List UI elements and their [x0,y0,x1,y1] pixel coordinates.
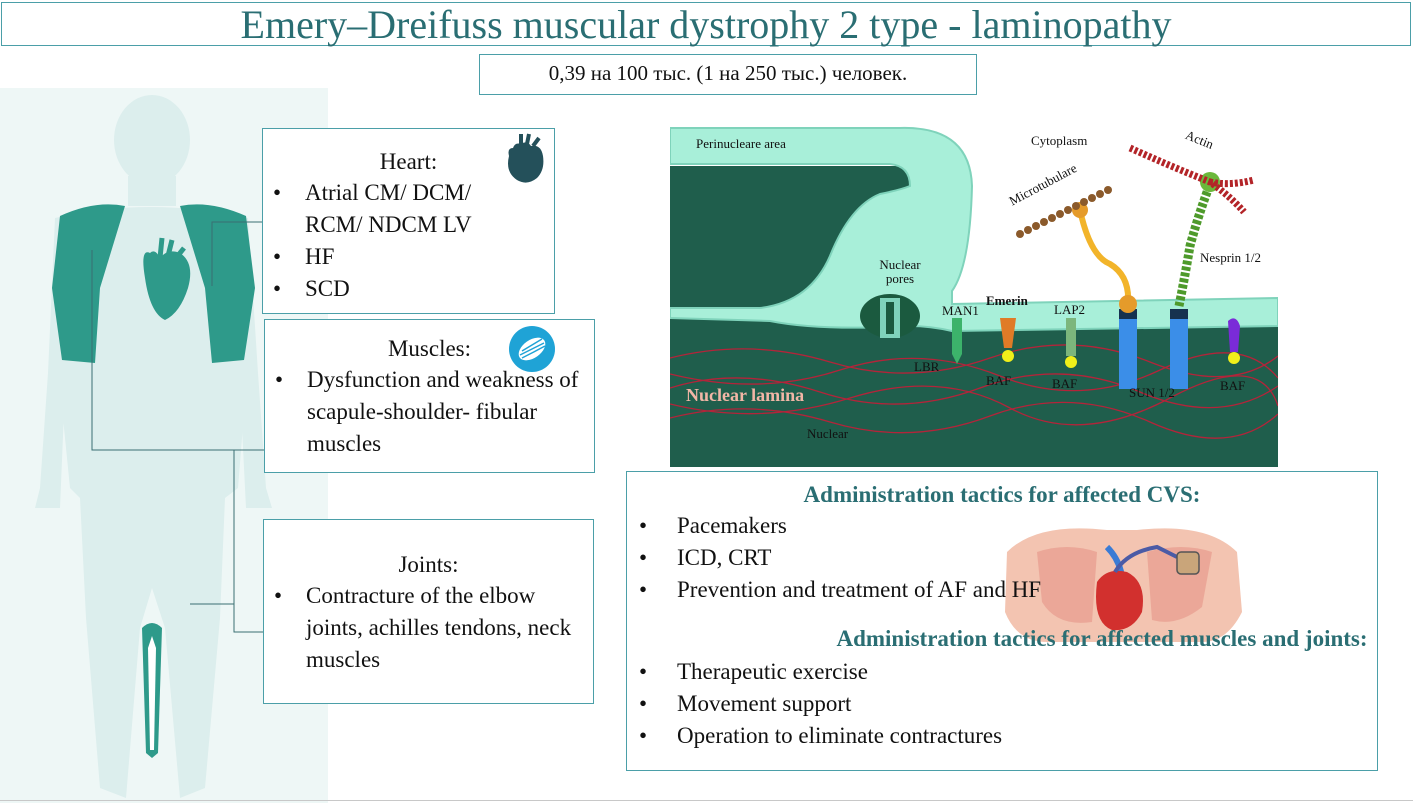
nesprin-protein [1174,182,1215,307]
heart-card-title: Heart: [379,149,438,174]
joints-card-title: Joints: [398,552,459,577]
list-item: Movement support [627,688,1377,720]
list-item: Pacemakers [627,510,1377,542]
muscles-joints-list: Therapeutic exercise Movement support Op… [627,656,1377,752]
joints-list: Contracture of the elbow joints, achille… [264,580,593,676]
lbr-label: LBR [914,359,940,374]
list-item: Contracture of the elbow joints, achille… [264,580,593,676]
cvs-heading: Administration tactics for affected CVS: [803,482,1201,507]
prevalence-box: 0,39 на 100 тыс. (1 на 250 тыс.) человек… [479,54,977,95]
nuclear-envelope-diagram: Perinucleare area Cytoplasm Actin Microt… [670,126,1278,467]
baf-label: BAF [1220,378,1246,393]
connector-lines [91,221,264,633]
heart-organ [143,237,191,320]
nesprin-label: Nesprin 1/2 [1200,250,1262,265]
muscle-icon [509,326,555,372]
perinuclear-label: Perinucleare area [696,136,786,151]
list-item: Prevention and treatment of AF and HF [627,574,1377,606]
nuclear-label: Nuclear [807,426,849,441]
list-item: Operation to eliminate contractures [627,720,1377,752]
joints-card: Joints: Contracture of the elbow joints,… [263,519,594,704]
muscles-card: Muscles: Dysfunction and weakness of sca… [264,319,595,473]
sun-protein [1119,311,1137,389]
heart-card: Heart: Atrial CM/ DCM/ RCM/ NDCM LV HF S… [262,128,555,314]
administration-box: Administration tactics for affected CVS:… [626,471,1378,771]
lap2-protein [1066,318,1076,356]
muscles-list: Dysfunction and weakness of scapule-shou… [265,364,594,460]
lem-protein [1228,318,1240,352]
nuclear-pore-icon [860,294,920,338]
sun-protein [1170,311,1188,389]
list-item: HF [263,241,554,273]
title-box: Emery–Dreifuss muscular dystrophy 2 type… [1,2,1411,47]
emerin-label: Emerin [986,293,1028,308]
lap2-label: LAP2 [1054,302,1086,317]
nuclear-lamina-label: Nuclear lamina [686,385,805,405]
microtubule-filament [1016,186,1112,238]
cvs-list: Pacemakers ICD, CRT Prevention and treat… [627,510,1377,606]
list-item: Therapeutic exercise [627,656,1377,688]
muscles-joints-heading: Administration tactics for affected musc… [836,626,1368,651]
heart-list: Atrial CM/ DCM/ RCM/ NDCM LV HF SCD [263,177,554,305]
list-item: ICD, CRT [627,542,1377,574]
actin-filament [1128,144,1255,215]
sun-label: SUN 1/2 [1129,385,1175,400]
cytoplasm-label: Cytoplasm [1031,133,1088,148]
list-item: SCD [263,273,554,305]
lamina-filaments [670,344,1278,439]
muscles-card-title: Muscles: [387,336,472,361]
baf-label: BAF [986,373,1012,388]
prevalence-text: 0,39 на 100 тыс. (1 на 250 тыс.) человек… [548,61,908,85]
highlighted-muscles [52,204,255,758]
man1-protein [952,318,962,364]
page-title: Emery–Dreifuss muscular dystrophy 2 type… [240,2,1172,47]
list-item: Atrial CM/ DCM/ RCM/ NDCM LV [263,177,554,241]
emerin-protein [1000,318,1016,348]
nuclear-pores-label: Nuclear pores [879,257,921,286]
heart-icon [508,133,544,183]
man1-label: MAN1 [942,303,979,318]
baf-label: BAF [1052,376,1078,391]
list-item: Dysfunction and weakness of scapule-shou… [265,364,594,460]
bottom-divider [0,800,1413,801]
